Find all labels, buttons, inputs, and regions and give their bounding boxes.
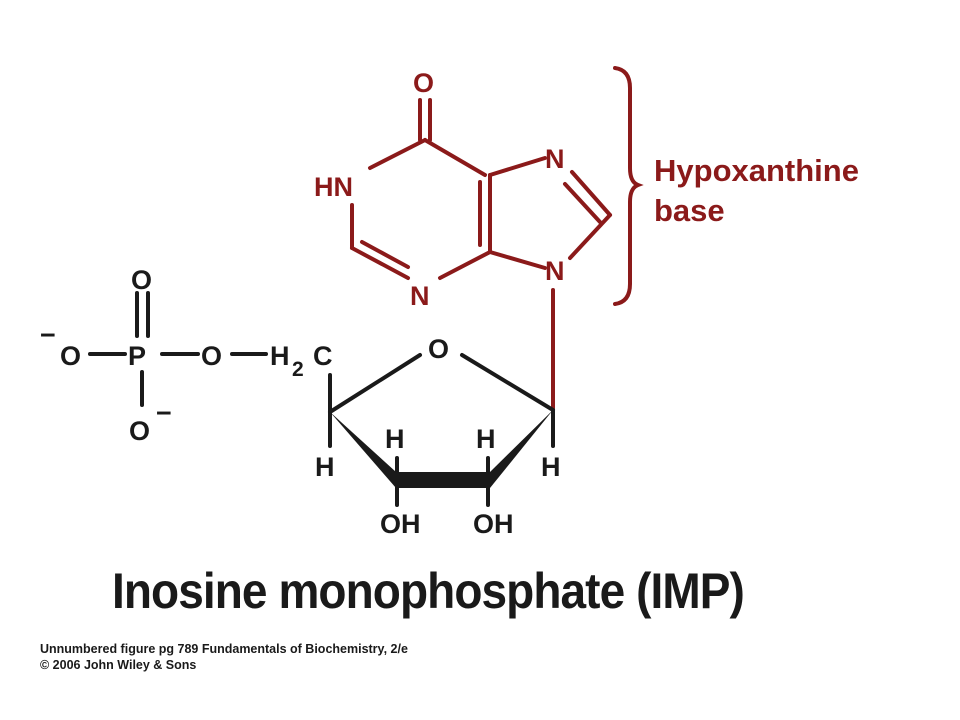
bond-c2-n3: [350, 246, 410, 280]
figure-title: Inosine monophosphate (IMP): [112, 563, 745, 619]
bond-c6-n1: [368, 138, 427, 170]
atom-h-c3: H: [385, 424, 405, 454]
bond-c4-o4: [328, 353, 422, 414]
atom-carbonyl-o: O: [413, 68, 434, 98]
atom-h-c2: H: [476, 424, 496, 454]
bond-n3-c4: [438, 250, 492, 280]
atom-hn: HN: [314, 172, 353, 202]
bond-n7-c8: [570, 170, 612, 217]
caption-line-2: © 2006 John Wiley & Sons: [40, 658, 197, 672]
atom-h2c-c: C: [313, 341, 333, 371]
atom-n3: N: [410, 281, 430, 311]
base-atom-labels: O HN N N N: [314, 68, 565, 311]
wedge-c4-c3: [330, 412, 396, 488]
caption-line-1: Unnumbered figure pg 789 Fundamentals of…: [40, 642, 408, 656]
atom-oh-c2: OH: [473, 509, 514, 539]
atom-h-c4: H: [315, 452, 335, 482]
bond-o4-c1: [460, 353, 555, 412]
bond-n7-c8-double: [563, 182, 602, 224]
atom-h2c-h: H: [270, 341, 290, 371]
wedge-c2-c1: [490, 410, 553, 488]
atom-phosphate-o-top: O: [131, 265, 152, 295]
base-label-line1: Hypoxanthine: [654, 153, 859, 188]
atom-bridge-o: O: [201, 341, 222, 371]
bond-c2-n3-double: [360, 240, 410, 269]
atom-h2c-sub: 2: [292, 358, 304, 381]
atom-charge-left: −: [40, 320, 56, 350]
bond-n9-c4: [488, 250, 547, 270]
atom-oh-c3: OH: [380, 509, 421, 539]
atom-phosphorus: P: [128, 341, 146, 371]
bond-c5-n7: [488, 156, 547, 177]
phosphate-group: [88, 291, 268, 407]
atom-charge-bottom: −: [156, 398, 172, 428]
base-label: Hypoxanthine base: [654, 153, 859, 228]
phosphate-atom-labels: O − O P O H 2 C O −: [40, 265, 333, 446]
atom-ring-o: O: [428, 334, 449, 364]
atom-phosphate-o-bottom: O: [129, 416, 150, 446]
hypoxanthine-base: [350, 66, 644, 410]
atom-n9: N: [545, 256, 565, 286]
bond-c8-n9: [568, 213, 612, 260]
atom-n7: N: [545, 144, 565, 174]
bold-bond-c3-c2: [396, 472, 490, 488]
ribose-wedges: [330, 410, 553, 488]
base-label-line2: base: [654, 193, 725, 228]
bond-c6-c5: [423, 138, 487, 177]
atom-phosphate-o-left: O: [60, 341, 81, 371]
hypoxanthine-bracket: [613, 66, 644, 306]
ribose-atom-labels: O H H H H OH OH: [315, 334, 561, 539]
atom-h-c1: H: [541, 452, 561, 482]
